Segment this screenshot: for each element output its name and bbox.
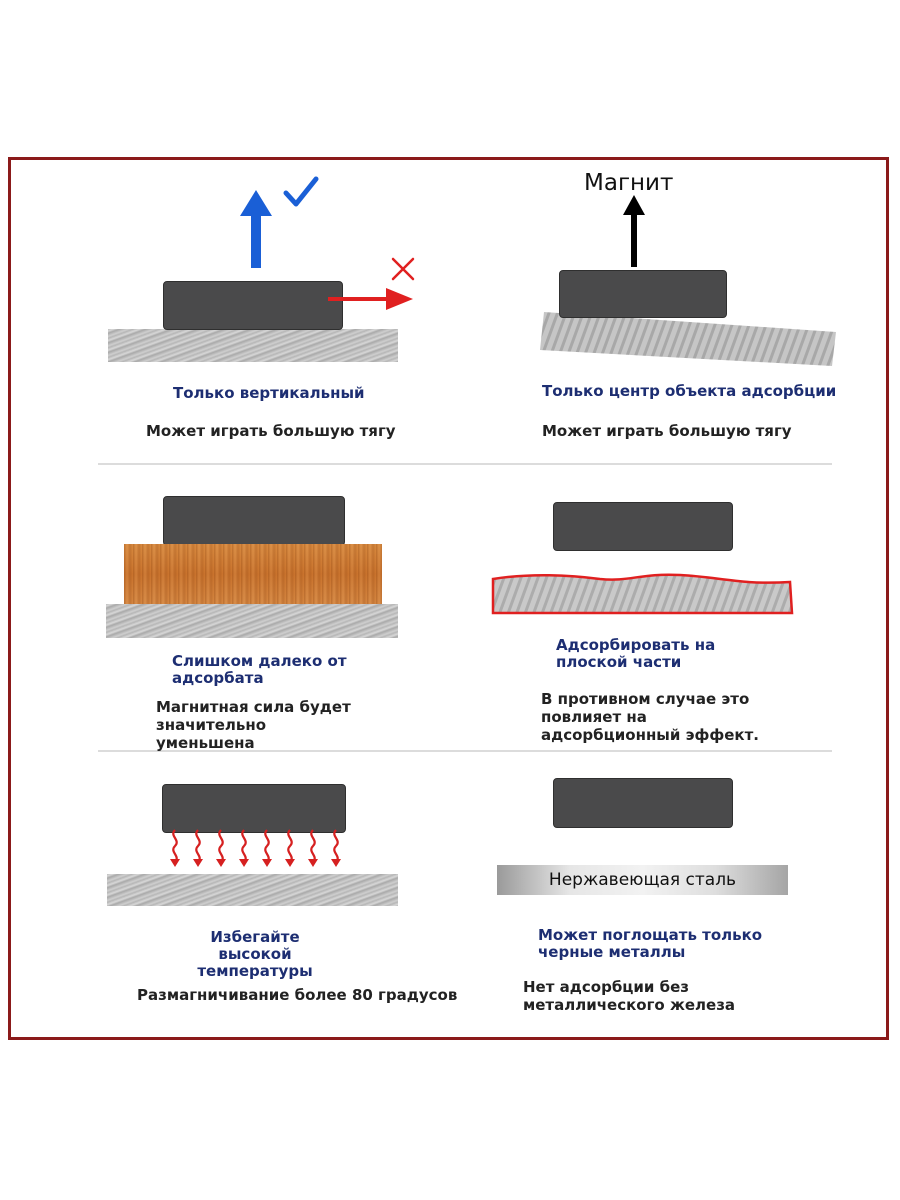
steel-plate bbox=[107, 874, 398, 906]
panel-title: Слишком далеко от адсорбата bbox=[172, 652, 347, 687]
steel-plate bbox=[108, 329, 398, 362]
magnet-block bbox=[162, 784, 346, 833]
panel-title: Избегайте высокой температуры bbox=[197, 928, 313, 980]
heat-wave-icon bbox=[170, 828, 343, 869]
panel-title: Адсорбировать на плоской части bbox=[556, 636, 716, 671]
panel-description: Нет адсорбции без металлического железа bbox=[523, 978, 736, 1014]
uneven-steel-plate bbox=[491, 573, 794, 615]
check-icon bbox=[283, 176, 319, 207]
arrow-right-icon bbox=[328, 288, 413, 310]
panel-description: В противном случае это повлияет на адсор… bbox=[541, 690, 760, 744]
panel-description: Магнитная сила будет значительно уменьше… bbox=[156, 698, 351, 752]
magnet-block bbox=[163, 281, 343, 330]
magnet-block bbox=[559, 270, 727, 318]
magnet-label: Магнит bbox=[584, 170, 674, 196]
arrow-up-icon bbox=[623, 195, 645, 267]
panel-description: Может играть большую тягу bbox=[146, 422, 396, 440]
arrow-up-icon bbox=[240, 190, 272, 268]
magnet-block bbox=[163, 496, 345, 546]
magnet-block bbox=[553, 502, 733, 551]
row-divider bbox=[98, 750, 832, 752]
tilted-steel-plate bbox=[540, 312, 836, 366]
panel-title: Только вертикальный bbox=[173, 384, 365, 402]
panel-description: Может играть большую тягу bbox=[542, 422, 792, 440]
panel-title: Может поглощать только черные металлы bbox=[538, 926, 763, 961]
stainless-steel-plate: Нержавеющая сталь bbox=[497, 865, 788, 895]
panel-description: Размагничивание более 80 градусов bbox=[137, 986, 458, 1004]
row-divider bbox=[98, 463, 832, 465]
cross-icon bbox=[391, 257, 415, 281]
wood-spacer bbox=[124, 544, 382, 604]
magnet-block bbox=[553, 778, 733, 828]
panel-title: Только центр объекта адсорбции bbox=[542, 382, 837, 400]
steel-plate bbox=[106, 604, 398, 638]
